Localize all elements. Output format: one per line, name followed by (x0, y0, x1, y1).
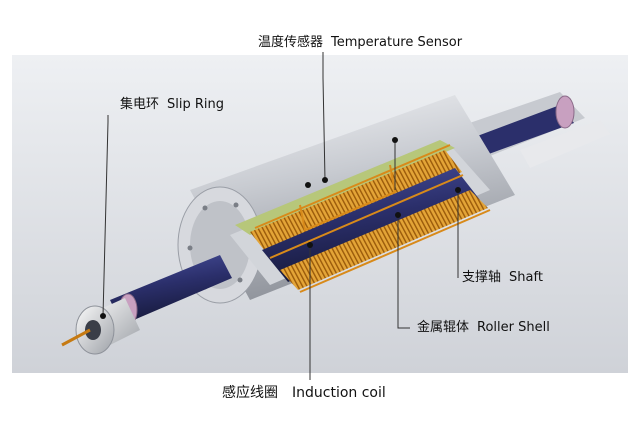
induction-coil-upper (250, 150, 462, 255)
label-roller-shell-zh: 金属辊体 (417, 320, 470, 335)
label-roller-shell-en: Roller Shell (477, 320, 550, 335)
inner-core (262, 168, 480, 282)
cutaway-section (230, 140, 491, 293)
dot-slip-ring (100, 313, 106, 319)
leader-lines (102, 52, 459, 380)
callout-dots (100, 137, 461, 319)
label-shaft-zh: 支撑轴 (462, 270, 502, 285)
label-temperature-sensor-en: Temperature Sensor (331, 35, 463, 50)
lead-wire (61, 328, 91, 347)
dot-shaft (455, 187, 461, 193)
label-roller-shell: 金属辊体 Roller Shell (417, 320, 550, 336)
leader-slip-ring (102, 115, 109, 317)
label-induction-coil: 感应线圈 Induction coil (222, 385, 386, 401)
label-induction-coil-zh: 感应线圈 (222, 385, 278, 401)
leader-roller-shell (397, 215, 410, 329)
dot-induction-coil (307, 242, 313, 248)
label-temperature-sensor: 温度传感器 Temperature Sensor (258, 35, 462, 51)
label-slip-ring-en: Slip Ring (167, 97, 225, 112)
label-slip-ring: 集电环 Slip Ring (120, 97, 224, 113)
label-induction-coil-en: Induction coil (292, 385, 386, 401)
temperature-sensor-layer (235, 140, 455, 235)
leader-temperature-sensor (322, 52, 326, 181)
dot-roller-shell (395, 212, 401, 218)
label-temperature-sensor-zh: 温度传感器 (258, 35, 324, 50)
dot-temperature-sensor (322, 177, 328, 183)
shaft-left (61, 255, 232, 355)
induction-coil-lower (280, 190, 488, 290)
label-shaft: 支撑轴 Shaft (462, 270, 543, 286)
label-shaft-en: Shaft (509, 270, 543, 285)
label-slip-ring-zh: 集电环 (120, 97, 160, 112)
dot-sensor-tip (392, 137, 398, 143)
dot-coil (305, 182, 311, 188)
shaft-right (455, 92, 610, 168)
